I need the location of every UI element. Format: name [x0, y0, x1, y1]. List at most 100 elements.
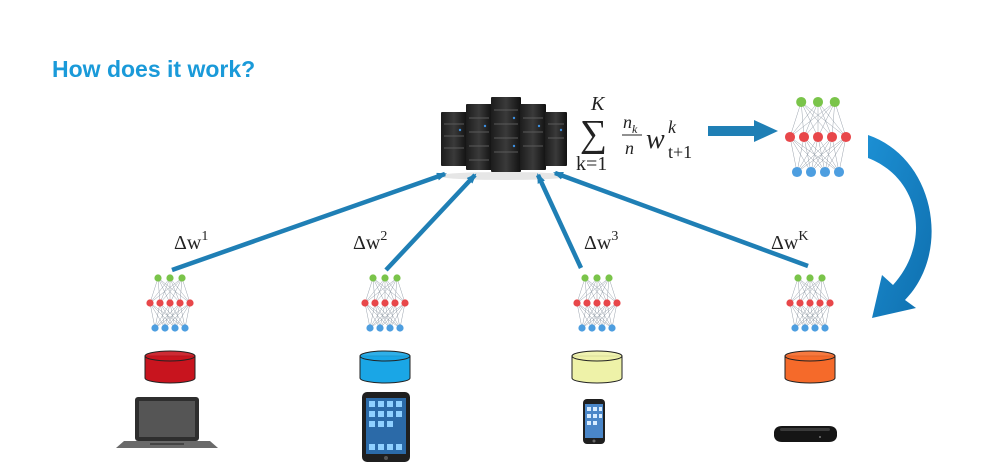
network-node: [806, 299, 814, 307]
global-model-network: [784, 96, 852, 178]
network-node: [833, 166, 845, 178]
network-edges: [149, 277, 191, 329]
network-node: [588, 324, 596, 332]
set-top-box-icon: [774, 426, 837, 442]
network-node: [151, 324, 159, 332]
network-node: [811, 324, 819, 332]
slide-title: How does it work?: [52, 56, 256, 82]
network-node: [178, 274, 186, 282]
server-rack: [438, 97, 570, 180]
label-base: Δw: [353, 232, 381, 254]
laptop-icon: [116, 397, 218, 448]
upload-arrows: [171, 170, 809, 273]
network-node: [806, 274, 814, 282]
network-node: [593, 274, 601, 282]
smartphone-icon: [583, 399, 605, 444]
network-node: [161, 324, 169, 332]
server-icon: [438, 97, 570, 180]
network-node: [818, 274, 826, 282]
local-datasets: [144, 350, 836, 384]
aggregate-arrow: [708, 120, 778, 142]
network-node: [608, 324, 616, 332]
network-node: [798, 131, 810, 143]
upload-arrow-4: [553, 170, 809, 269]
tablet-icon: [362, 392, 410, 462]
upload-arrow-3: [535, 173, 584, 269]
client-update-label-4: ΔwK: [771, 229, 808, 254]
client-model-network-1: [146, 274, 194, 332]
broadcast-curved-arrow: [868, 135, 932, 318]
network-node: [583, 299, 591, 307]
network-node: [598, 324, 606, 332]
network-node: [166, 274, 174, 282]
client-devices: [116, 392, 837, 462]
network-node: [812, 131, 824, 143]
local-data-cylinder-1: [144, 350, 196, 384]
network-node: [805, 166, 817, 178]
formula-weight-subscript: t+1: [668, 142, 692, 162]
network-node: [166, 299, 174, 307]
network-node: [369, 274, 377, 282]
formula-weight-superscript: k: [668, 117, 677, 137]
network-node: [819, 166, 831, 178]
client-model-network-2: [361, 274, 409, 332]
upload-arrow-1: [171, 171, 447, 273]
network-node: [796, 299, 804, 307]
label-superscript: 3: [611, 229, 618, 244]
network-node: [821, 324, 829, 332]
network-node: [605, 274, 613, 282]
network-node: [840, 131, 852, 143]
network-node: [361, 299, 369, 307]
network-node: [154, 274, 162, 282]
label-superscript: 2: [380, 229, 387, 244]
label-base: Δw: [584, 232, 612, 254]
network-edges: [789, 277, 831, 329]
label-base: Δw: [174, 232, 202, 254]
network-node: [391, 299, 399, 307]
network-node: [401, 299, 409, 307]
client-model-network-3: [573, 274, 621, 332]
network-node: [381, 299, 389, 307]
network-node: [816, 299, 824, 307]
network-node: [171, 324, 179, 332]
network-node: [146, 299, 154, 307]
network-node: [386, 324, 394, 332]
client-update-label-3: Δw3: [584, 229, 618, 254]
network-node: [156, 299, 164, 307]
aggregation-formula: K ∑ k=1 n k n w k t+1: [576, 93, 692, 175]
network-node: [784, 131, 796, 143]
label-superscript: 1: [201, 229, 208, 244]
network-node: [613, 299, 621, 307]
formula-fraction-denominator: n: [625, 138, 634, 158]
formula-lower-limit: k=1: [576, 153, 607, 175]
network-node: [176, 299, 184, 307]
formula-fraction-numerator: n: [623, 112, 632, 132]
local-data-cylinder-2: [359, 350, 411, 384]
network-edges: [364, 277, 406, 329]
network-node: [593, 299, 601, 307]
network-node: [181, 324, 189, 332]
local-data-cylinder-4: [784, 350, 836, 384]
network-node: [812, 96, 824, 108]
network-node: [393, 274, 401, 282]
network-node: [801, 324, 809, 332]
client-model-network-4: [786, 274, 834, 332]
network-node: [826, 131, 838, 143]
network-node: [796, 96, 807, 108]
network-node: [396, 324, 404, 332]
local-data-cylinder-3: [571, 350, 623, 384]
network-node: [603, 299, 611, 307]
network-node: [573, 299, 581, 307]
network-node: [581, 274, 589, 282]
network-node: [791, 324, 799, 332]
network-edges: [576, 277, 618, 329]
network-node: [578, 324, 586, 332]
network-node: [794, 274, 802, 282]
formula-sum-symbol: ∑: [580, 113, 607, 155]
network-node: [829, 96, 840, 108]
upload-arrow-2: [384, 173, 477, 272]
network-node: [786, 299, 794, 307]
network-node: [366, 324, 374, 332]
